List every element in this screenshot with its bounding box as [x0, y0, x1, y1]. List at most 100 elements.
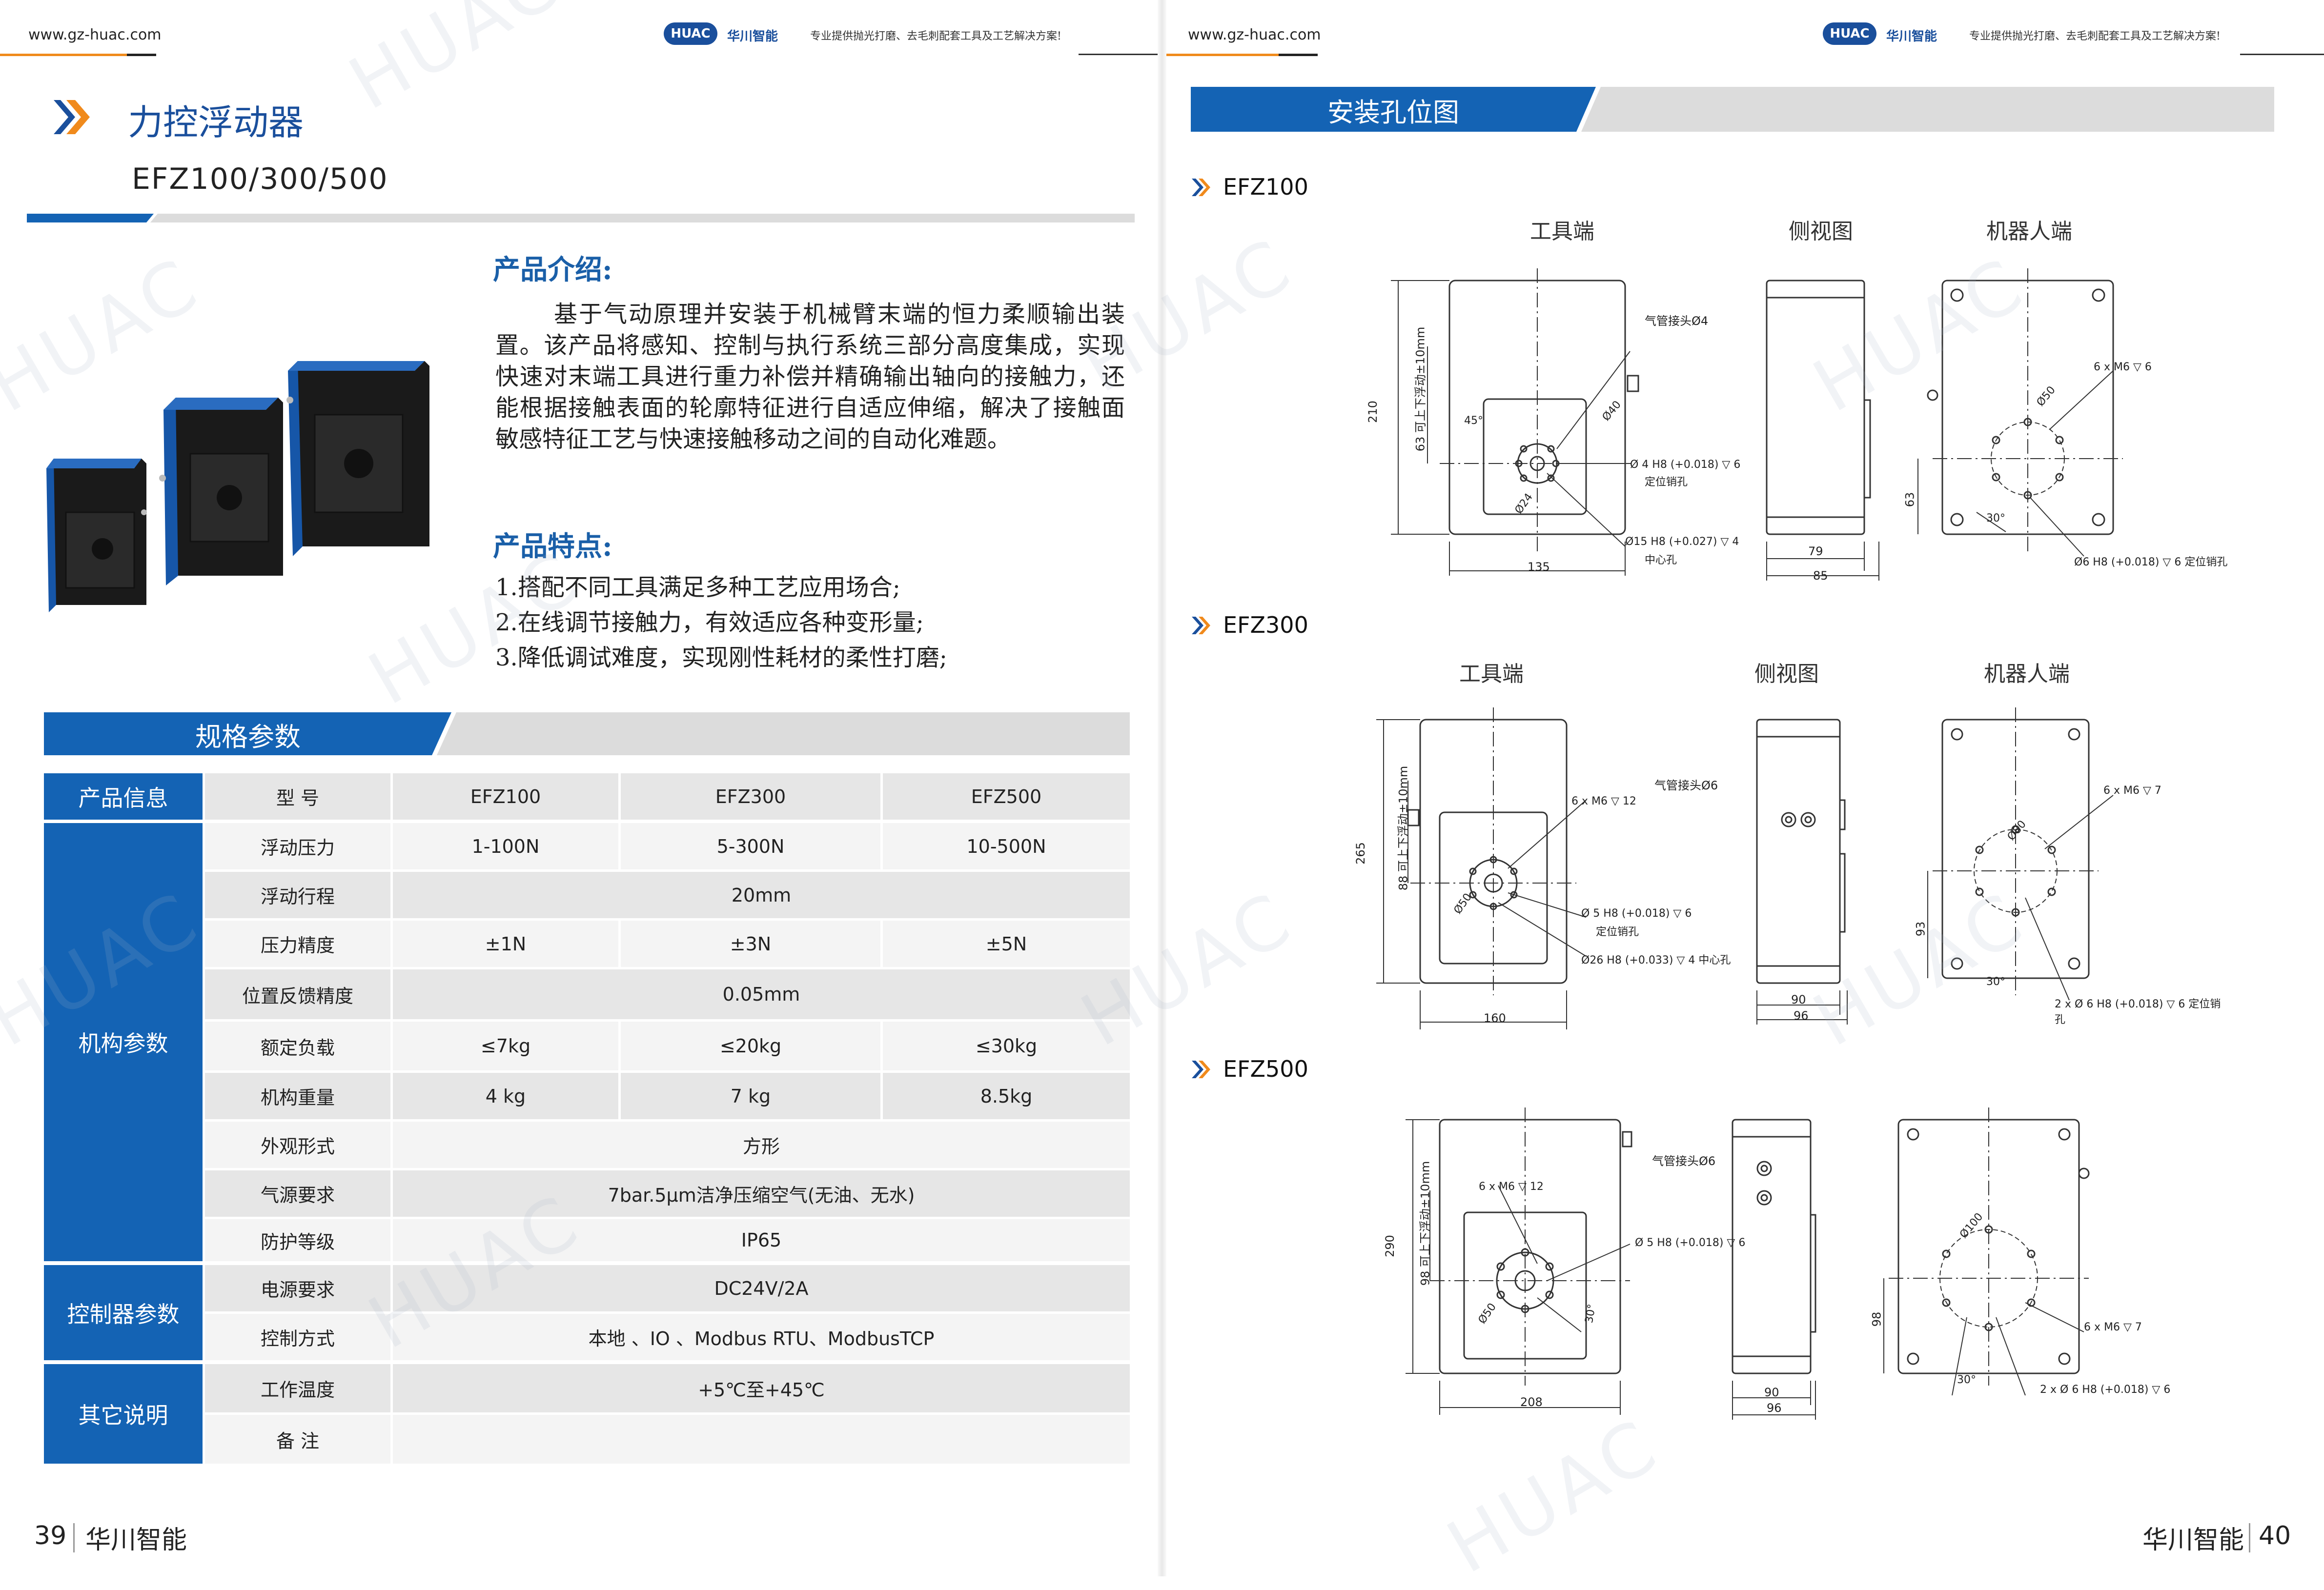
note-robot-bolt: 6 x M6 ▽ 7 — [2084, 1321, 2142, 1333]
note-robot-angle: 30° — [1986, 976, 2005, 988]
note-robot-pin: Ø6 H8 (+0.018) ▽ 6 定位销孔 — [2074, 556, 2228, 568]
view-label-tool: 工具端 — [1459, 662, 1524, 686]
row-value: ±1N — [393, 921, 618, 967]
note-bolt: 6 x M6 ▽ 12 — [1479, 1181, 1544, 1193]
dim-height: 210 — [1366, 401, 1380, 423]
note-center: Ø15 H8 (+0.027) ▽ 4 — [1625, 536, 1739, 548]
note-air: 气管接头Ø4 — [1645, 314, 1709, 328]
page-spine — [1158, 0, 1166, 1576]
row-value: 7 kg — [621, 1073, 880, 1119]
note-center: Ø26 H8 (+0.033) ▽ 4 中心孔 — [1581, 954, 1731, 966]
row-value-merged: IP65 — [393, 1219, 1130, 1261]
header-line-dark — [1279, 54, 1318, 56]
note-robot-pin: 2 x Ø 6 H8 (+0.018) ▽ 6 — [2040, 1384, 2171, 1396]
row-label: 气源要求 — [205, 1170, 390, 1217]
model-title-efz300: EFZ300 — [1223, 612, 1308, 638]
row-value: 4 kg — [393, 1073, 618, 1119]
dim-side1: 90 — [1764, 1386, 1779, 1399]
header-url[interactable]: www.gz-huac.com — [1188, 26, 1321, 43]
note-robot-angle: 30° — [1986, 512, 2005, 524]
install-banner — [1191, 87, 2274, 132]
row-value: 5-300N — [621, 823, 880, 869]
row-value-merged — [393, 1415, 1130, 1464]
dim-height: 290 — [1383, 1235, 1397, 1257]
header-line-dark — [127, 54, 156, 56]
install-banner-title: 安装孔位图 — [1327, 97, 1459, 128]
row-label: 备 注 — [205, 1415, 390, 1464]
header-url[interactable]: www.gz-huac.com — [28, 26, 162, 43]
group-product-info: 产品信息 — [44, 773, 203, 820]
feature-item-1: 1.搭配不同工具满足多种工艺应用场合; — [495, 574, 900, 601]
row-label: 外观形式 — [205, 1122, 390, 1168]
logo-badge: HUAC — [664, 22, 717, 45]
header-slogan: 专业提供抛光打磨、去毛刺配套工具及工艺解决方案! — [810, 30, 1061, 42]
row-value: 1-100N — [393, 823, 618, 869]
row-value: ≤30kg — [883, 1022, 1130, 1070]
dim-stroke: 98 可上下浮动±10mm — [1418, 1161, 1432, 1286]
group-other: 其它说明 — [44, 1364, 203, 1464]
dim-robot-h: 98 — [1870, 1311, 1884, 1327]
row-value-merged: +5℃至+45℃ — [393, 1364, 1130, 1412]
dim-side1: 79 — [1808, 544, 1823, 558]
features-heading: 产品特点: — [493, 530, 612, 563]
footer-separator — [73, 1523, 75, 1552]
dim-side1: 90 — [1791, 993, 1806, 1006]
right-page: www.gz-huac.com HUAC 华川智能 专业提供抛光打磨、去毛刺配套… — [1166, 0, 2324, 1576]
note-robot-angle: 30° — [1957, 1374, 1976, 1386]
note-center-desc: 中心孔 — [1645, 554, 1677, 566]
dim-side2: 85 — [1813, 569, 1828, 583]
model-title-efz100: EFZ100 — [1223, 174, 1308, 200]
model-arrow-icon — [1192, 179, 1211, 198]
row-value: ±5N — [883, 921, 1130, 967]
group-mechanism: 机构参数 — [44, 823, 203, 1261]
note-bolt: 6 x M6 ▽ 12 — [1571, 795, 1636, 807]
note-pin-desc: 定位销孔 — [1596, 926, 1639, 938]
row-value: ≤20kg — [621, 1022, 880, 1070]
header-line-right — [1079, 54, 1162, 55]
row-label: 防护等级 — [205, 1219, 390, 1261]
dim-side2: 96 — [1767, 1401, 1782, 1415]
group-controller: 控制器参数 — [44, 1265, 203, 1360]
row-label: 工作温度 — [205, 1364, 390, 1412]
row-label: 位置反馈精度 — [205, 969, 390, 1019]
note-air: 气管接头Ø6 — [1652, 1154, 1716, 1168]
drawing-efz500: 290 98 可上下浮动±10mm 208 90 96 98 气管接头Ø6 6 … — [1352, 1103, 2230, 1420]
dim-width: 208 — [1520, 1395, 1543, 1409]
row-label: 额定负载 — [205, 1022, 390, 1070]
note-air: 气管接头Ø6 — [1654, 779, 1718, 792]
dim-width: 135 — [1528, 560, 1550, 574]
dim-width: 160 — [1484, 1011, 1506, 1025]
row-value-merged: 20mm — [393, 872, 1130, 918]
footer-separator — [2249, 1523, 2250, 1552]
header-line-orange — [0, 54, 127, 56]
page-title: 力控浮动器 — [128, 102, 304, 143]
header-line-right — [2240, 54, 2324, 55]
row-label: 浮动压力 — [205, 823, 390, 869]
drawing-efz100: 210 63 可上下浮动±10mm 135 79 85 63 气管接头Ø4 Ø … — [1352, 259, 2230, 590]
intro-heading: 产品介绍: — [493, 254, 612, 286]
left-page: www.gz-huac.com HUAC 华川智能 专业提供抛光打磨、去毛刺配套… — [0, 0, 1162, 1576]
header-efz500: EFZ500 — [883, 773, 1130, 820]
row-label: 电源要求 — [205, 1265, 390, 1311]
header-model-label: 型 号 — [205, 773, 390, 820]
footer-brand: 华川智能 — [2142, 1526, 2244, 1555]
row-value-merged: 0.05mm — [393, 969, 1130, 1019]
note-robot-pin: 2 x Ø 6 H8 (+0.018) ▽ 6 定位销孔 — [2055, 998, 2221, 1026]
title-chevron-icon — [54, 100, 93, 136]
dim-stroke: 88 可上下浮动±10mm — [1396, 765, 1410, 891]
header-efz300: EFZ300 — [621, 773, 880, 820]
row-label: 压力精度 — [205, 921, 390, 967]
footer-brand: 华川智能 — [85, 1526, 187, 1555]
page-subtitle: EFZ100/300/500 — [132, 162, 388, 196]
view-label-robot: 机器人端 — [1984, 662, 2070, 686]
view-label-robot: 机器人端 — [1986, 219, 2072, 244]
dim-stroke: 63 可上下浮动±10mm — [1413, 326, 1427, 452]
row-value: ±3N — [621, 921, 880, 967]
row-label: 控制方式 — [205, 1314, 390, 1360]
dim-robot-h: 93 — [1914, 921, 1928, 937]
header-line-orange — [1166, 54, 1279, 56]
logo-text: 华川智能 — [1886, 29, 1937, 44]
row-value-merged: 7bar.5μm洁净压缩空气(无油、无水) — [393, 1170, 1130, 1217]
row-label: 机构重量 — [205, 1073, 390, 1119]
product-image — [44, 342, 434, 615]
